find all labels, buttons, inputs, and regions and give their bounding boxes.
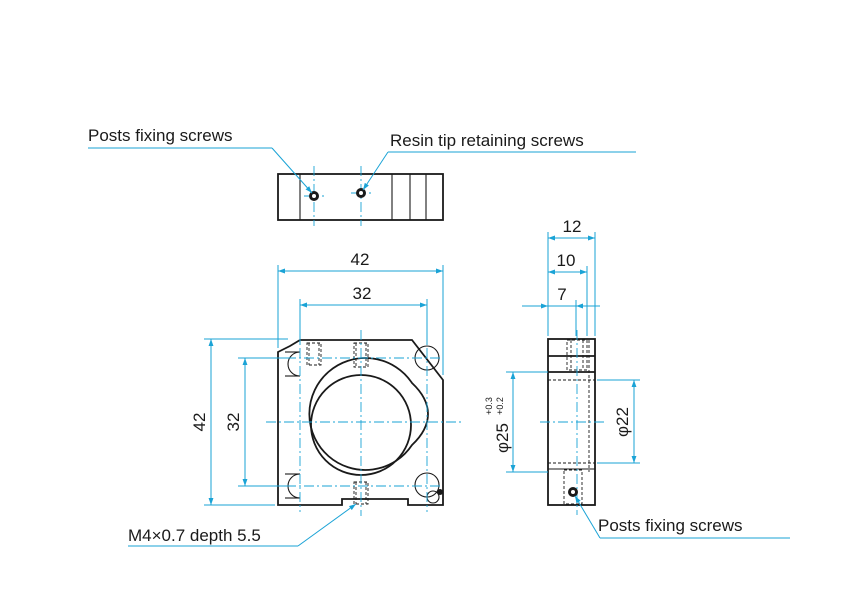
dim-front-width: 42 — [351, 250, 370, 269]
dim-side-width: 12 — [563, 217, 582, 236]
top-view — [277, 166, 444, 226]
dim-bore-tol-upper: +0.3 — [484, 397, 494, 415]
front-view — [266, 330, 464, 516]
dim-side-10: 10 — [557, 251, 576, 270]
dim-bore-main: φ25 — [493, 423, 512, 453]
label-posts-fixing-side: Posts fixing screws — [598, 516, 743, 535]
dim-bore-inner: φ22 — [613, 407, 632, 437]
label-posts-fixing-top: Posts fixing screws — [88, 126, 233, 145]
label-resin-tip: Resin tip retaining screws — [390, 131, 584, 150]
dim-hole-spacing-h: 32 — [353, 284, 372, 303]
dim-bore-tol-lower: +0.2 — [495, 397, 505, 415]
dim-hole-spacing-v: 32 — [224, 413, 243, 432]
side-view — [540, 330, 605, 515]
dim-side-7: 7 — [557, 285, 566, 304]
lower-right-screw-icon — [437, 489, 443, 495]
label-thread: M4×0.7 depth 5.5 — [128, 526, 261, 545]
dim-front-height: 42 — [190, 413, 209, 432]
